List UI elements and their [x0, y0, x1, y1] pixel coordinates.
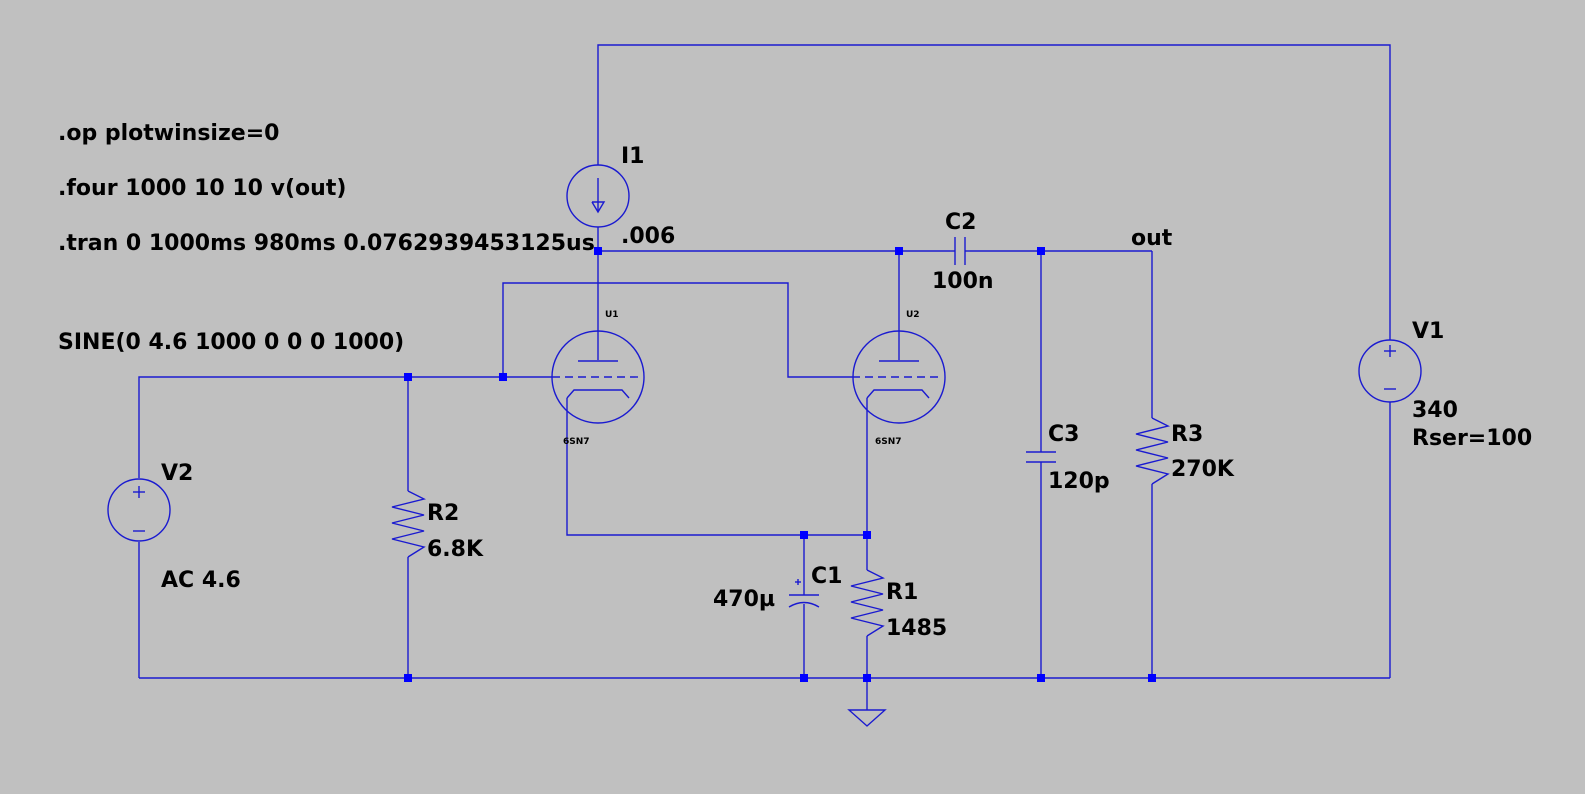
r2-name[interactable]: R2 — [427, 501, 459, 526]
u1-model[interactable]: 6SN7 — [563, 437, 590, 447]
capacitor-c2[interactable] — [950, 237, 970, 265]
r3-value[interactable]: 270K — [1171, 457, 1235, 482]
r3-name[interactable]: R3 — [1171, 422, 1203, 447]
v1-rser[interactable]: Rser=100 — [1412, 426, 1532, 451]
current-source-i1[interactable] — [566, 164, 630, 228]
directive-four[interactable]: .four 1000 10 10 v(out) — [58, 176, 346, 201]
c1-value[interactable]: 470µ — [713, 587, 775, 612]
i1-value[interactable]: .006 — [621, 224, 675, 249]
voltage-source-v2[interactable] — [107, 478, 171, 542]
c3-value[interactable]: 120p — [1048, 469, 1110, 494]
triode-u1[interactable] — [551, 330, 645, 424]
junction-nodes — [404, 247, 1156, 682]
v1-name[interactable]: V1 — [1412, 319, 1444, 344]
u2-name[interactable]: U2 — [906, 310, 920, 320]
spice-directives: .op plotwinsize=0 .four 1000 10 10 v(out… — [58, 121, 595, 355]
c2-value[interactable]: 100n — [932, 269, 994, 294]
r2-value[interactable]: 6.8K — [427, 537, 484, 562]
resistor-r1[interactable] — [850, 569, 886, 637]
v2-sine-spec[interactable]: SINE(0 4.6 1000 0 0 0 1000) — [58, 330, 404, 355]
resistor-r2[interactable] — [391, 490, 427, 558]
c2-name[interactable]: C2 — [945, 210, 976, 235]
wires — [138, 44, 1391, 710]
directive-tran[interactable]: .tran 0 1000ms 980ms 0.0762939453125us — [58, 231, 595, 256]
triode-u2[interactable] — [852, 330, 946, 424]
u1-name[interactable]: U1 — [605, 310, 619, 320]
v2-value[interactable]: AC 4.6 — [161, 568, 241, 593]
c3-name[interactable]: C3 — [1048, 422, 1079, 447]
i1-name[interactable]: I1 — [621, 144, 645, 169]
v2-name[interactable]: V2 — [161, 461, 193, 486]
voltage-source-v1[interactable] — [1358, 339, 1422, 403]
resistor-r3[interactable] — [1135, 417, 1171, 485]
capacitor-c1[interactable] — [788, 579, 820, 608]
capacitor-c3[interactable] — [1026, 451, 1056, 463]
r1-value[interactable]: 1485 — [886, 616, 947, 641]
c1-name[interactable]: C1 — [811, 564, 842, 589]
r1-name[interactable]: R1 — [886, 580, 918, 605]
u2-model[interactable]: 6SN7 — [875, 437, 902, 447]
v1-value[interactable]: 340 — [1412, 398, 1458, 423]
component-labels: I1 .006 C2 100n out U1 6SN7 U2 6SN7 C3 1… — [161, 144, 1532, 641]
ground-icon[interactable] — [847, 709, 887, 727]
directive-op[interactable]: .op plotwinsize=0 — [58, 121, 279, 146]
net-label-out[interactable]: out — [1131, 226, 1173, 251]
